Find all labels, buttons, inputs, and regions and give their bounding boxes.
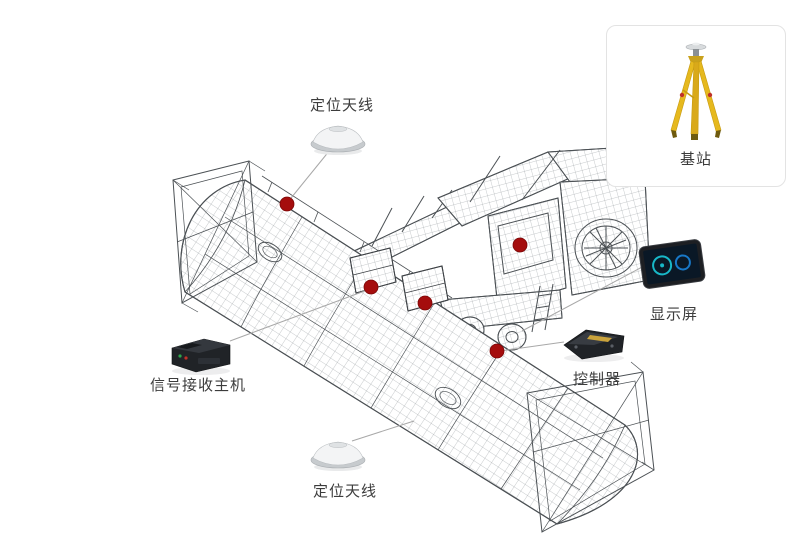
connector-receiver: [229, 288, 371, 342]
receiver-host-icon: [168, 332, 234, 376]
gnss-antenna-icon: [306, 436, 370, 472]
tank-equipment-boxes: [349, 247, 449, 312]
gnss-antenna-icon: [306, 120, 370, 156]
crane-mast: [437, 147, 650, 227]
base-station-label: 基站: [679, 151, 712, 168]
marker-dots: [279, 196, 528, 359]
antenna-bottom-label: 定位天线: [313, 483, 378, 500]
marker-dot: [417, 295, 433, 311]
receiver-label: 信号接收主机: [150, 377, 247, 394]
display-screen-icon: [637, 238, 707, 290]
marker-dot: [363, 279, 379, 295]
crane-cab: [487, 197, 567, 309]
survey-tripod-icon: [650, 38, 742, 142]
connector-display: [521, 265, 645, 332]
marker-dot: [489, 343, 505, 359]
controller-device-icon: [560, 323, 628, 363]
marker-dot: [279, 196, 295, 212]
connector-antenna-bottom: [351, 420, 415, 442]
connector-lines: [229, 149, 645, 442]
radiator-fan: [574, 218, 638, 278]
base-station-panel: 基站: [606, 25, 786, 187]
crane-structure: [351, 147, 651, 351]
tank-rear-frame: [526, 361, 655, 533]
display-label: 显示屏: [650, 306, 699, 323]
marker-dot: [512, 237, 528, 253]
connector-controller: [499, 341, 565, 352]
controller-label: 控制器: [573, 371, 622, 388]
antenna-top-label: 定位天线: [310, 97, 375, 114]
connector-antenna-top: [286, 149, 331, 204]
tank-manhole: [257, 241, 462, 410]
tank-front-frame: [172, 160, 266, 313]
crane-body: [559, 177, 651, 296]
